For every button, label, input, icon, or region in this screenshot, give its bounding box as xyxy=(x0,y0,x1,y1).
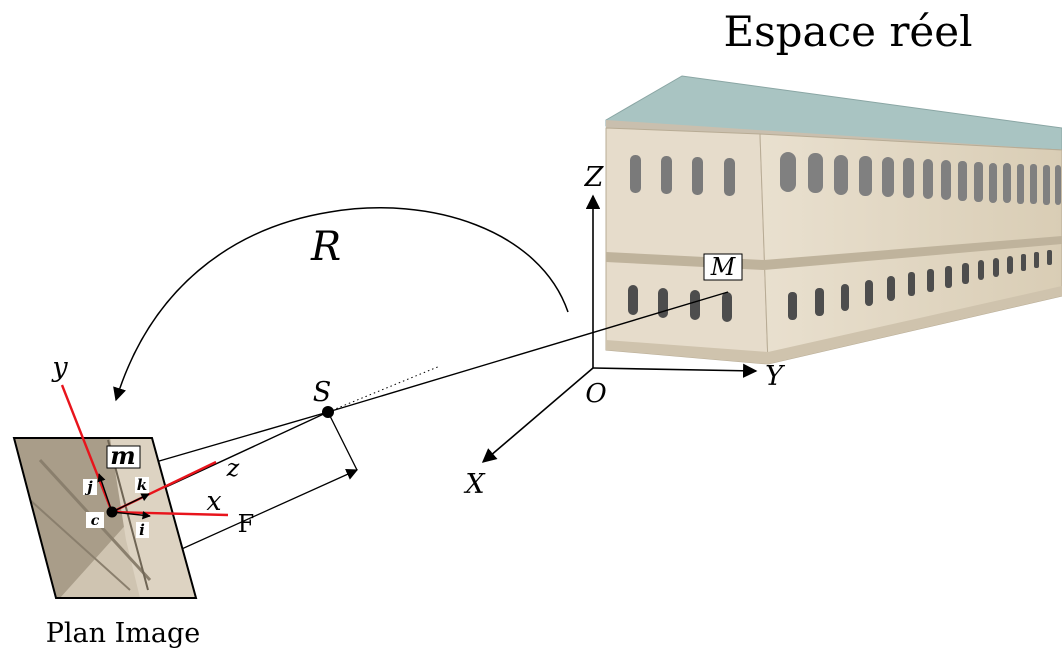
building xyxy=(605,75,1062,365)
label-O: O xyxy=(585,379,606,409)
label-y: y xyxy=(51,352,68,383)
label-i: i xyxy=(139,521,145,539)
unit-vectors xyxy=(97,473,151,520)
side-upper-arcade xyxy=(780,152,1061,205)
label-S: S xyxy=(313,377,332,408)
vec-i-box xyxy=(136,522,149,538)
label-x: x xyxy=(206,486,221,517)
label-j: j xyxy=(84,478,93,496)
world-axes xyxy=(481,194,758,463)
axis-y-line xyxy=(592,363,758,378)
label-m: m xyxy=(110,441,135,470)
optical-axis-dotted xyxy=(327,365,441,413)
label-Y: Y xyxy=(765,361,785,392)
point-m-box xyxy=(106,445,141,469)
label-X: X xyxy=(463,469,486,500)
vec-j-box xyxy=(83,479,97,495)
projection-ray-s-to-image xyxy=(141,411,329,467)
title-image-plane: Plan Image xyxy=(46,618,201,649)
vector-j xyxy=(97,473,113,513)
camera-axis-x xyxy=(111,510,229,517)
label-R: R xyxy=(310,224,341,270)
axis-x-line xyxy=(481,367,594,463)
principal-point-dot xyxy=(106,506,118,518)
point-M-box xyxy=(703,253,743,281)
label-M: M xyxy=(710,253,737,281)
rotation-arc xyxy=(113,207,569,402)
label-z: z xyxy=(226,454,240,482)
projection-ray-m-to-s xyxy=(327,291,729,413)
vector-i xyxy=(111,511,151,520)
building-base xyxy=(606,286,1062,364)
image-plane xyxy=(12,437,198,599)
image-plane-frame xyxy=(12,437,198,599)
projection-center-dot xyxy=(322,406,334,418)
label-F: F xyxy=(238,510,255,538)
front-upper-windows xyxy=(630,155,735,196)
vec-k-box xyxy=(135,477,149,493)
label-Z: Z xyxy=(584,162,605,193)
label-k: k xyxy=(137,476,147,494)
camera-axis-y xyxy=(60,384,114,513)
label-c: c xyxy=(91,513,100,529)
vector-k xyxy=(111,493,150,513)
title-real-space: Espace réel xyxy=(723,7,972,56)
side-lower-windows xyxy=(788,250,1052,320)
c-box xyxy=(86,512,104,528)
